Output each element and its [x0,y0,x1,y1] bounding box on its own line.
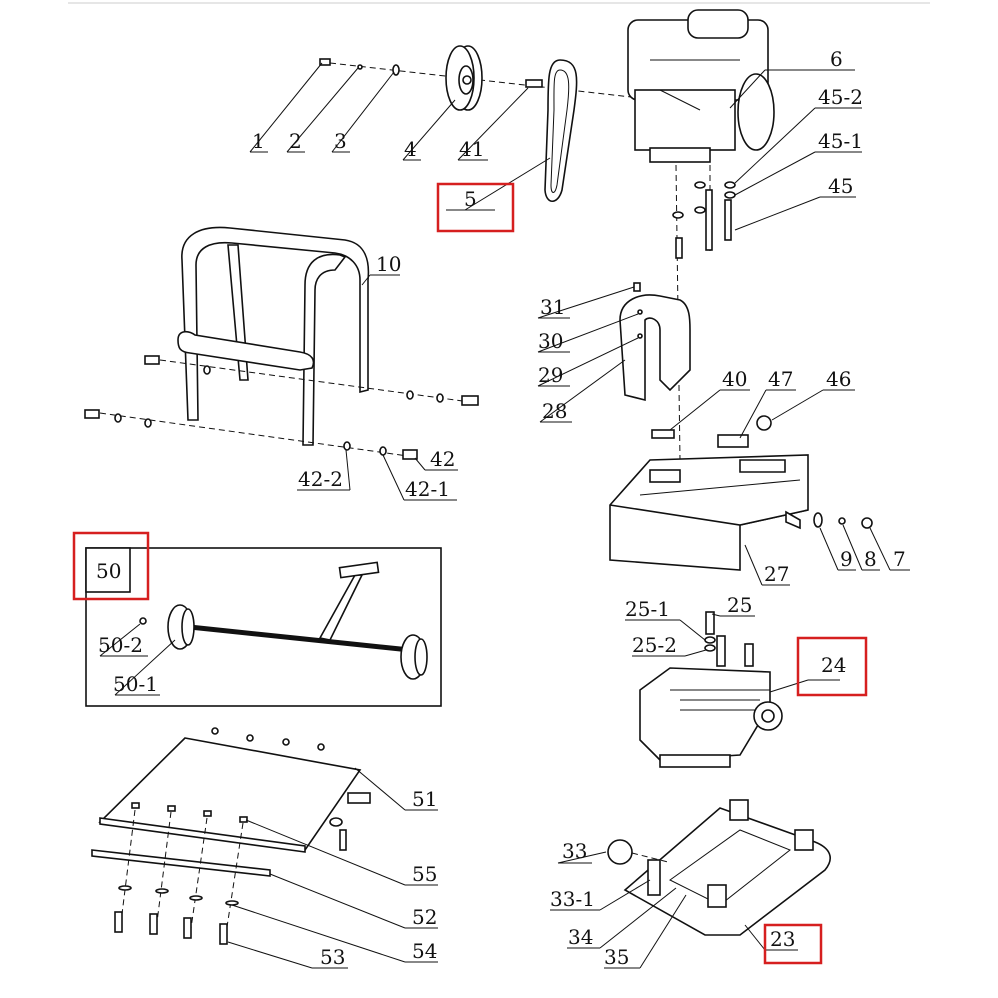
highlight-part-5 [436,182,515,233]
part-4-pulley [445,45,483,111]
label-6: 6 [830,47,843,71]
label-31: 31 [540,295,565,319]
part-28-belt-guard [619,282,691,402]
label-25-1: 25-1 [625,597,670,621]
part-1-screw [319,58,331,66]
vibrator-bolts [704,611,754,667]
highlight-part-50 [72,531,150,601]
label-51: 51 [412,787,437,811]
part-8-washer [838,517,846,525]
label-54: 54 [412,939,437,963]
label-4: 4 [404,137,417,161]
label-9: 9 [840,547,853,571]
label-25-2: 25-2 [632,633,677,657]
part-46-bushing [756,415,772,431]
pulley-axis [329,62,641,99]
part-50-label-box [85,547,131,593]
label-34: 34 [568,925,593,949]
label-40: 40 [722,367,747,391]
label-10: 10 [376,252,401,276]
label-27: 27 [764,562,789,586]
plate-bolts [114,727,347,945]
label-45: 45 [828,174,853,198]
label-23: 23 [770,927,795,951]
label-52: 52 [412,905,437,929]
engine-mount-bolts [672,164,736,461]
part-33-rubber-mount [607,839,669,865]
label-55: 55 [412,862,437,886]
part-51-plate [91,737,371,877]
label-41: 41 [459,137,484,161]
highlight-boxes [72,182,868,965]
highlight-part-23 [763,923,823,965]
label-1: 1 [252,129,265,153]
label-29: 29 [538,363,563,387]
label-7: 7 [893,547,906,571]
label-3: 3 [334,129,347,153]
label-47: 47 [768,367,793,391]
part-25-bolt [705,611,715,635]
part-24-vibrator [639,667,783,768]
part-47-bracket [717,434,749,448]
part-3-washer [392,64,400,76]
pulley-assembly [319,45,641,111]
label-42: 42 [430,447,455,471]
part-41-key [525,79,543,88]
part-6-engine [627,9,775,163]
part-27-base-frame [609,454,809,571]
label-45-2: 45-2 [818,85,863,109]
label-33: 33 [562,839,587,863]
label-33-1: 33-1 [550,887,595,911]
part-labels: 1 2 3 4 41 5 6 45-2 45-1 45 10 31 30 29 … [96,47,906,969]
label-50: 50 [96,559,121,583]
label-25: 25 [727,593,752,617]
part-51-tab [347,792,371,804]
label-35: 35 [604,945,629,969]
label-5: 5 [464,187,477,211]
label-50-2: 50-2 [98,633,143,657]
part-40-pin [651,429,675,439]
part-10-handle [177,226,370,446]
part-9-washer [813,512,823,528]
part-52-strip [91,849,271,877]
label-28: 28 [542,399,567,423]
label-50-1: 50-1 [113,672,158,696]
label-30: 30 [538,329,563,353]
label-24: 24 [821,653,846,677]
label-53: 53 [320,945,345,969]
part-50-frame [85,547,442,707]
part-50-wheel-kit [139,561,428,680]
label-2: 2 [289,129,302,153]
part-7-nut [861,517,873,529]
part-5-belt [544,59,578,203]
highlight-part-24 [796,636,868,697]
part-2-washer [357,64,363,70]
label-8: 8 [864,547,877,571]
label-45-1: 45-1 [818,129,863,153]
label-42-2: 42-2 [298,467,343,491]
label-46: 46 [826,367,851,391]
handle-hardware [84,355,479,460]
label-42-1: 42-1 [405,477,450,501]
part-23-base-plate [623,799,831,936]
